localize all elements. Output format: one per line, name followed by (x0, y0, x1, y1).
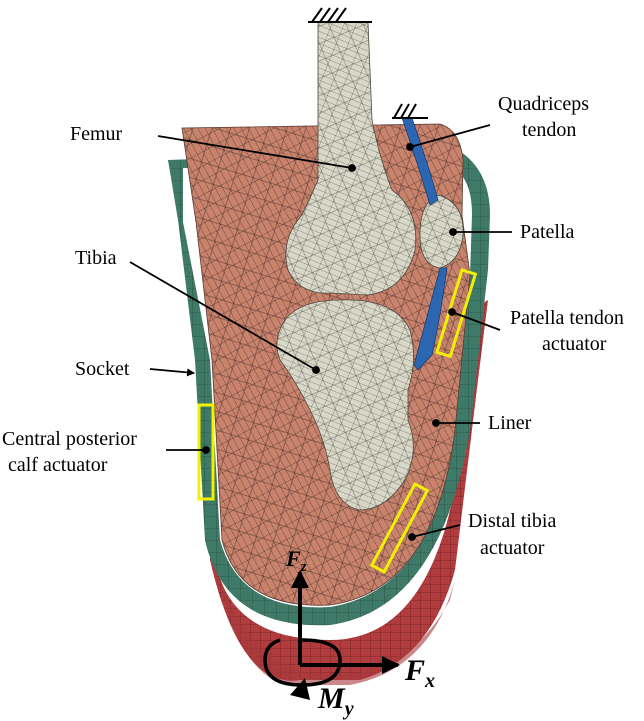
label-tibia: Tibia (75, 247, 117, 269)
label-liner: Liner (488, 412, 532, 434)
label-my: My (317, 682, 354, 720)
label-patella-tendon-1: Patella tendon (510, 307, 624, 329)
my-arrowhead (290, 678, 310, 700)
quadriceps-leader (409, 124, 491, 148)
label-fx: Fx (404, 654, 435, 692)
liner-dot (432, 419, 440, 427)
fx-main: F (404, 654, 425, 687)
femur-leader (157, 135, 353, 169)
patella-tendon-dot (448, 308, 456, 316)
label-distal-tibia-1: Distal tibia (468, 510, 556, 532)
fz-sub: z (300, 559, 307, 575)
distal-tibia-actuator (369, 481, 430, 574)
tibia-leader (129, 261, 317, 371)
label-patella-tendon-2: actuator (542, 333, 607, 355)
central-posterior-dot (202, 446, 210, 454)
quadriceps-dot (406, 143, 414, 151)
label-socket: Socket (75, 358, 130, 380)
central-posterior-calf-actuator (197, 403, 215, 501)
socket-leader (149, 368, 195, 377)
label-fz: Fz (285, 546, 307, 575)
tibia-bone (276, 299, 414, 511)
label-femur: Femur (70, 123, 123, 145)
tendon-fixed-support (392, 103, 428, 119)
label-distal-tibia-2: actuator (480, 537, 545, 559)
fz-main: F (285, 546, 301, 571)
patella-dot (449, 228, 457, 236)
tibia-dot (312, 366, 320, 374)
label-central-posterior-1: Central posterior (2, 428, 137, 450)
load-arrows (263, 570, 400, 700)
label-central-posterior-2: calf actuator (8, 454, 108, 476)
patella-tendon-leader (451, 311, 501, 331)
femur-bone (285, 21, 417, 296)
my-sub: y (343, 698, 354, 720)
distal-tibia-dot (408, 533, 416, 541)
my-main: M (317, 682, 346, 715)
fx-sub: x (424, 670, 435, 692)
femur-dot (348, 164, 356, 172)
label-patella: Patella (520, 221, 575, 243)
label-quadriceps-1: Quadriceps (498, 93, 589, 115)
distal-tibia-leader (411, 524, 461, 538)
patella-tendon-body (413, 267, 448, 371)
femur-fixed-support (308, 7, 372, 23)
label-quadriceps-2: tendon (522, 119, 576, 141)
